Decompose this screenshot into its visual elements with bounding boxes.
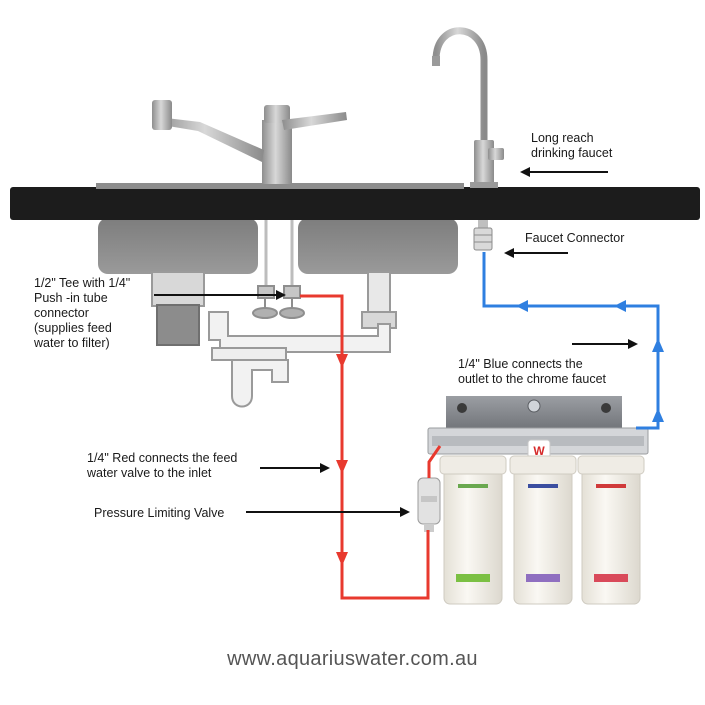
feed-line-red [300, 294, 442, 600]
drinking-faucet [432, 27, 504, 188]
blue-line-label: 1/4" Blue connects the outlet to the chr… [458, 357, 607, 386]
sink-basins [98, 218, 458, 274]
faucet-label: Long reach drinking faucet [531, 131, 613, 160]
pressure-limiting-valve [417, 477, 441, 532]
drain-plumbing [151, 271, 397, 408]
filter-system: W [427, 396, 649, 605]
brand-badge-letter: W [533, 444, 545, 458]
pointer-arrows [154, 167, 638, 517]
outlet-flow-arrows [516, 300, 664, 422]
valve-label: Pressure Limiting Valve [94, 506, 225, 520]
filter-housing-3 [581, 457, 641, 605]
red-arrow-2 [336, 460, 348, 474]
supply-valves [252, 220, 305, 319]
filter-housing-2 [513, 457, 573, 605]
filter-housing-1 [443, 457, 503, 605]
right-basin [298, 218, 458, 274]
blue-arrow-2 [614, 300, 626, 312]
red-line-label: 1/4" Red connects the feed water valve t… [87, 451, 238, 480]
blue-arrow-3 [652, 338, 664, 352]
feed-flow-arrows [336, 354, 348, 566]
faucet-connector-label: Faucet Connector [525, 231, 625, 245]
kitchen-mixer-tap [152, 100, 347, 184]
red-arrow-3 [336, 552, 348, 566]
countertop [10, 187, 700, 220]
left-basin [98, 218, 258, 274]
blue-arrow-4 [652, 408, 664, 422]
blue-arrow-1 [516, 300, 528, 312]
faucet-connector [473, 220, 493, 251]
outlet-line-blue [482, 252, 660, 430]
red-arrow-1 [336, 354, 348, 368]
filter-cartridges [439, 455, 645, 605]
tee-connector-label: 1/2" Tee with 1/4" Push -in tube connect… [34, 276, 131, 350]
sink-rim [96, 183, 464, 189]
website-url: www.aquariuswater.com.au [227, 648, 478, 670]
